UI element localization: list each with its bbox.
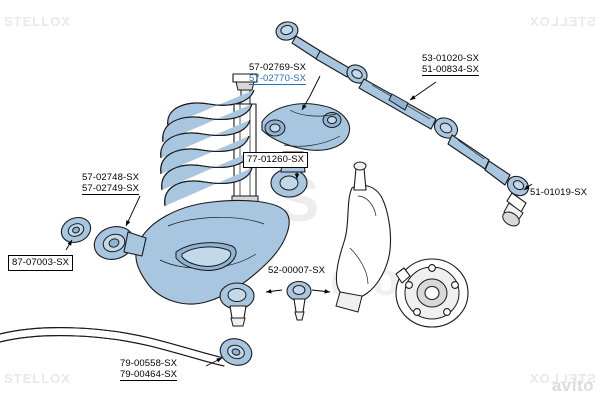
part-control-arm-bushing-front — [93, 226, 147, 260]
leader-lines — [65, 75, 533, 367]
part-center-drag-link — [358, 78, 490, 170]
label-79-00558: 79-00558-SX 79-00464-SX — [120, 358, 178, 381]
part-lower-control-arm — [60, 199, 290, 327]
leader-79-00558 — [205, 357, 223, 367]
label-57-02748: 57-02748-SX 57-02749-SX — [82, 172, 140, 195]
part-upper-control-arm — [261, 103, 351, 198]
label-57-02769: 57-02769-SX 57-02770-SX — [249, 62, 307, 85]
label-line: 52-00007-SX — [268, 265, 326, 276]
part-bushing-87-07003 — [60, 216, 92, 244]
watermark-avito: avito — [551, 376, 594, 395]
leader-53-01020 — [409, 81, 437, 101]
label-53-01020: 53-01020-SX 51-00834-SX — [422, 53, 480, 76]
part-stabilizer-bushing — [219, 338, 253, 366]
part-strut-spring-assembly — [160, 73, 259, 225]
label-line: 53-01020-SX — [422, 53, 480, 64]
label-52-00007: 52-00007-SX — [268, 265, 325, 276]
label-line: 79-00464-SX — [120, 369, 178, 381]
leader-52-00007-left — [265, 289, 283, 294]
label-line: 87-07003-SX — [12, 257, 70, 268]
leader-57-02748 — [125, 195, 141, 227]
leader-57-02769 — [301, 75, 321, 111]
part-steering-link-bar — [315, 50, 368, 84]
label-87-07003: 87-07003-SX — [8, 255, 74, 271]
label-line: 57-02749-SX — [82, 183, 140, 195]
leader-52-00007-right — [311, 289, 331, 294]
leader-51-01019 — [523, 183, 533, 191]
part-stabilizer-bar — [0, 327, 253, 367]
part-ball-joint-arm — [219, 282, 255, 327]
label-line: 51-00834-SX — [422, 64, 480, 76]
part-wheel-hub — [395, 258, 469, 328]
part-ball-joint-52-00007 — [286, 280, 312, 321]
label-line: 79-00558-SX — [120, 358, 178, 369]
part-tie-rod-end-right — [484, 160, 530, 227]
label-line: 57-02769-SX — [249, 62, 307, 73]
part-steering-knuckle — [335, 161, 392, 313]
label-line: 57-02770-SX — [249, 73, 307, 85]
label-line: 57-02748-SX — [82, 172, 140, 183]
part-tie-rod-end-left — [275, 21, 323, 61]
label-77-01260: 77-01260-SX — [243, 152, 309, 168]
label-51-01019: 51-01019-SX — [530, 187, 587, 198]
leader-87-07003 — [65, 239, 73, 251]
label-line: 51-01019-SX — [530, 187, 588, 198]
label-line: 77-01260-SX — [247, 154, 305, 165]
